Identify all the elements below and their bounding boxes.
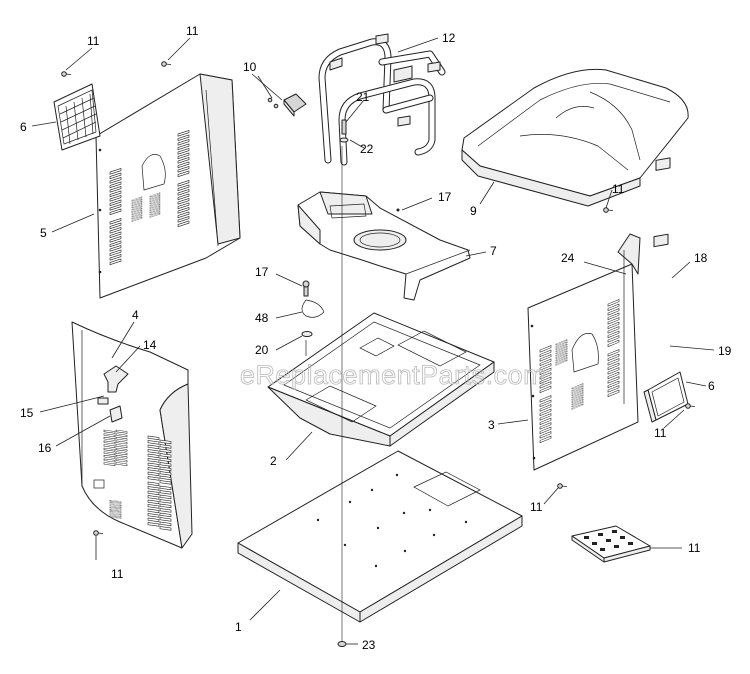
callout-20: 20	[255, 343, 269, 357]
callout-2: 2	[270, 454, 277, 468]
small-bracket-part-10	[267, 93, 307, 117]
callout-22: 22	[360, 142, 374, 156]
fasteners-part-17-48-20	[301, 208, 400, 356]
callout-23: 23	[362, 638, 376, 652]
back-panel-part-5	[95, 73, 241, 299]
callout-11: 11	[111, 567, 124, 581]
callout-11: 11	[87, 34, 100, 48]
callout-11: 11	[654, 426, 667, 440]
vent-grille-part-6b	[643, 371, 689, 423]
callout-7: 7	[490, 244, 497, 258]
callout-16: 16	[38, 441, 52, 455]
control-panel-part-11	[571, 525, 651, 563]
callout-11: 11	[612, 182, 625, 196]
fasteners-part-21-22	[339, 119, 349, 143]
watermark-text: eReplacementParts.com	[240, 360, 546, 390]
callout-14: 14	[143, 338, 157, 352]
base-plate-part-1	[237, 450, 523, 623]
callout-6: 6	[708, 379, 715, 393]
foot-part-23	[337, 641, 347, 647]
callout-12: 12	[442, 31, 456, 45]
callout-9: 9	[470, 204, 477, 218]
callout-11: 11	[530, 500, 543, 514]
leader-lines	[31, 37, 715, 645]
tray-part-2	[267, 312, 495, 447]
support-bracket-part-7	[297, 191, 471, 301]
callout-21: 21	[356, 90, 370, 104]
handle-frame-part-12	[318, 33, 446, 166]
callout-18: 18	[694, 251, 708, 265]
callout-48: 48	[255, 311, 269, 325]
callout-numbers: 11 11 6 5 10 21 22 12 9 11 17 7 17 48 20…	[20, 24, 732, 652]
front-panel-part-4	[71, 321, 193, 549]
callout-11: 11	[688, 541, 701, 555]
side-panel-part-3	[527, 233, 641, 471]
callout-11: 11	[186, 24, 199, 38]
callout-4: 4	[132, 308, 139, 322]
callout-5: 5	[40, 226, 47, 240]
top-cover-part-9	[461, 68, 689, 207]
callout-1: 1	[235, 620, 242, 634]
vent-grille-part-6a	[53, 83, 101, 151]
callout-10: 10	[243, 60, 257, 74]
callout-17: 17	[255, 265, 269, 279]
label-part-19	[653, 233, 669, 248]
callout-19: 19	[718, 344, 732, 358]
label-part-18	[655, 157, 671, 171]
callout-15: 15	[20, 406, 34, 420]
callout-3: 3	[488, 418, 495, 432]
callout-6: 6	[20, 120, 27, 134]
callout-17: 17	[438, 190, 452, 204]
callout-24: 24	[561, 251, 575, 265]
